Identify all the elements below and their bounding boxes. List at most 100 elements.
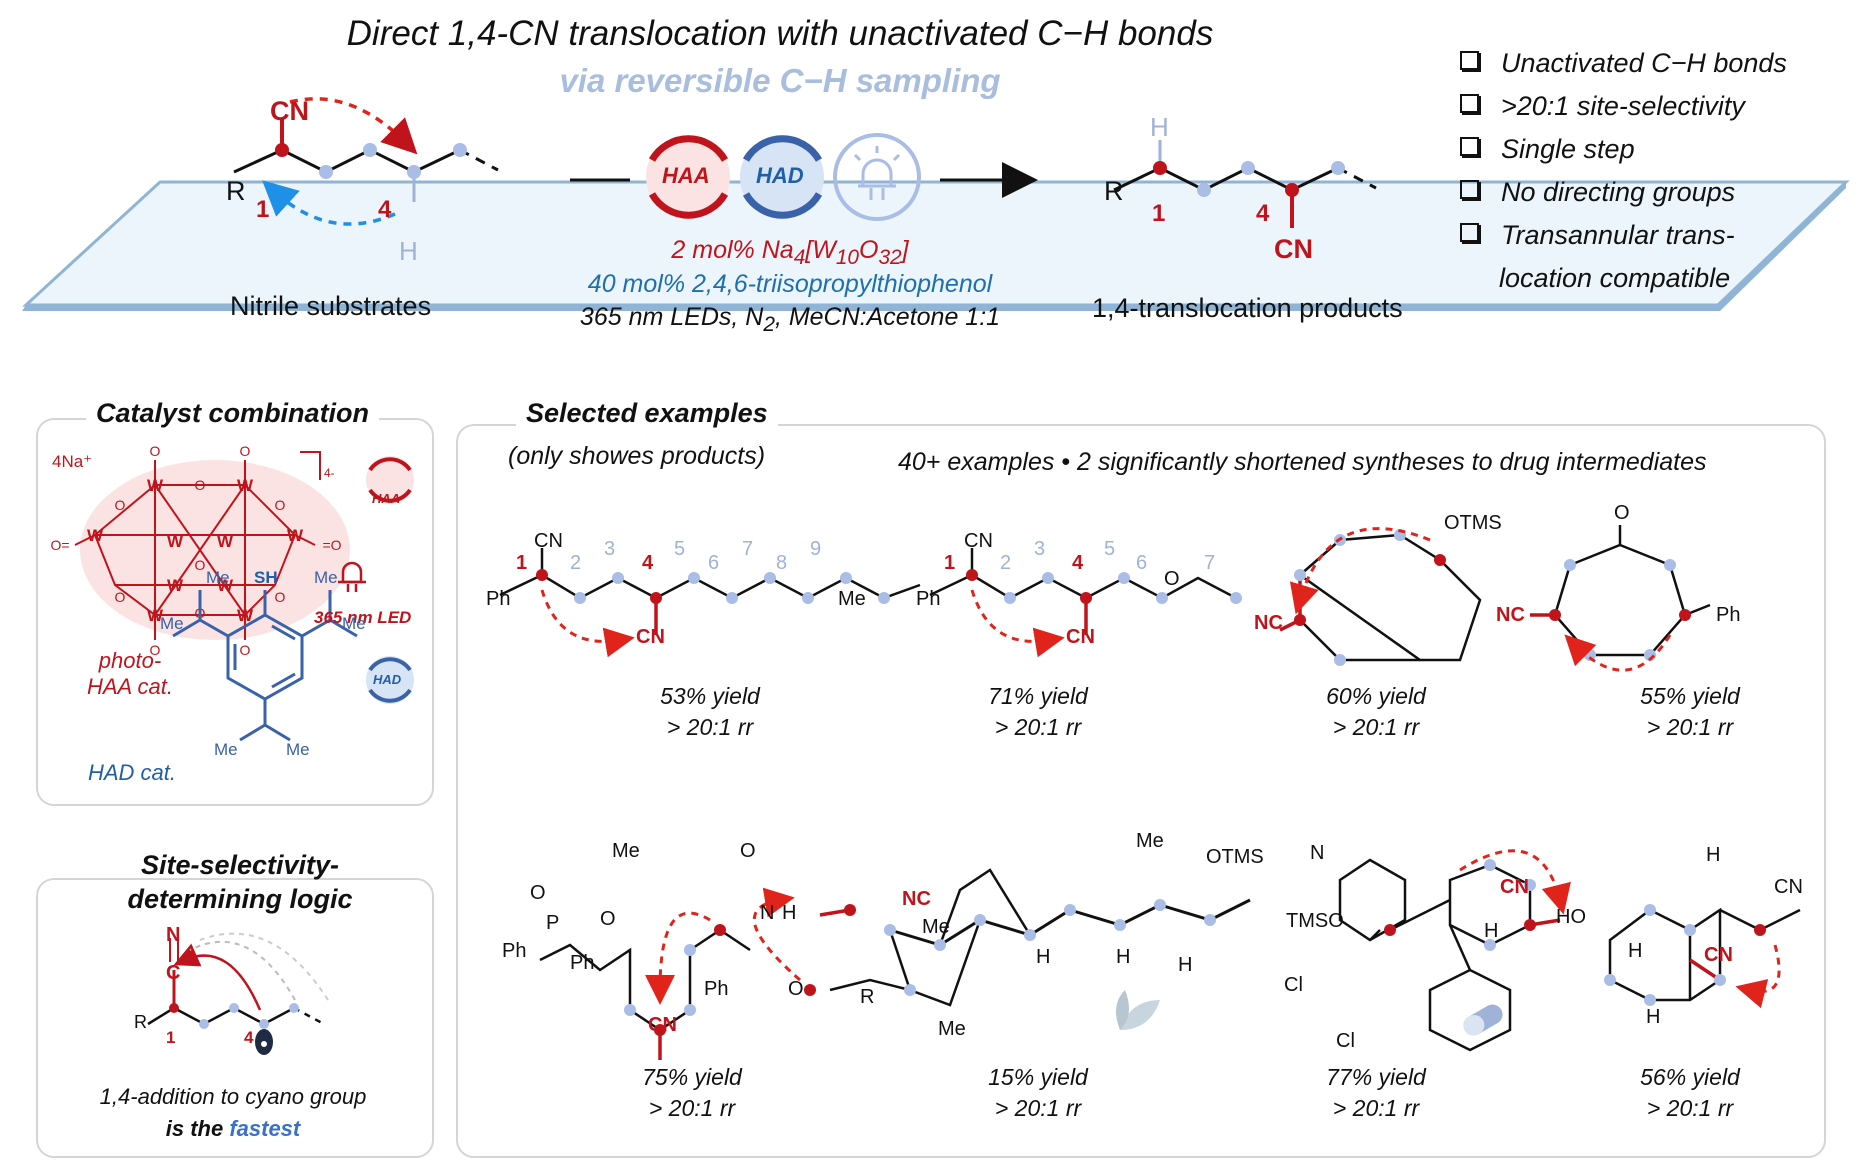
drug-pill-icon	[1463, 1004, 1503, 1036]
had-cat-label: HAD cat.	[88, 760, 177, 785]
ex1-pos6: 6	[708, 552, 720, 574]
ex1-me: Me	[838, 588, 866, 610]
ex4-o: O	[1614, 502, 1630, 524]
svg-text:W: W	[217, 576, 234, 595]
ex2-pos6: 6	[1136, 552, 1148, 574]
substrate-pos1: 1	[256, 196, 270, 223]
examples-row1-structures	[499, 525, 1711, 672]
svg-text:O: O	[240, 642, 251, 658]
svg-text:W: W	[217, 532, 234, 551]
thiol-me-5: Me	[214, 740, 238, 759]
ex1-ph: Ph	[486, 588, 511, 610]
ex1-pos8: 8	[776, 552, 788, 574]
photo-haa-label-2: HAA cat.	[87, 674, 173, 699]
product-caption: 1,4-translocation products	[1092, 293, 1403, 323]
ex2-ph: Ph	[916, 588, 941, 610]
svg-text:O=: O=	[50, 537, 69, 553]
ex5-h: H	[782, 902, 797, 924]
logic-caption-2: is the fastest	[165, 1116, 301, 1141]
substrate-h-label: H	[399, 236, 418, 266]
feature-2: >20:1 site-selectivity	[1460, 91, 1745, 122]
ex2-cn-product: CN	[1066, 626, 1095, 648]
example-8-yield: 56% yield> 20:1 rr	[1640, 1064, 1740, 1121]
ex5-ph-2: Ph	[570, 952, 595, 974]
product-pos1: 1	[1152, 200, 1166, 227]
product-h-label: H	[1150, 112, 1169, 142]
svg-text:=O: =O	[322, 537, 341, 553]
haa-mini-badge: HAA	[372, 491, 401, 506]
svg-text:O: O	[115, 589, 126, 605]
svg-text:O: O	[115, 497, 126, 513]
examples-panel	[456, 424, 1826, 1158]
ex5-o-p: O	[530, 882, 546, 904]
examples-note: (only showes products)	[508, 442, 766, 470]
ex6-h-1: H	[1036, 946, 1051, 968]
svg-text:W: W	[237, 476, 254, 495]
feature-4: No directing groups	[1460, 177, 1735, 208]
ex5-cn: CN	[648, 1014, 677, 1036]
ex1-pos2: 2	[570, 552, 582, 574]
logic-pos4: 4	[244, 1028, 254, 1047]
logic-structure	[147, 932, 329, 1055]
ex5-me: Me	[612, 840, 640, 862]
svg-text:W: W	[87, 526, 104, 545]
examples-row2-structures	[539, 849, 1801, 1060]
svg-text:O: O	[195, 477, 206, 493]
ex6-me-3: Me	[938, 1018, 966, 1040]
product-r-label: R	[1104, 176, 1124, 206]
example-1-yield: 53% yield> 20:1 rr	[660, 683, 760, 740]
example-6-yield: 15% yield> 20:1 rr	[988, 1064, 1088, 1121]
condition-catalyst: 2 mol% Na4[W10O32]	[671, 236, 909, 269]
charge-label: 4-	[324, 466, 335, 480]
ex6-otms: OTMS	[1206, 846, 1264, 868]
example-3-yield: 60% yield> 20:1 rr	[1326, 683, 1426, 740]
ex7-pyridine-n: N	[1310, 842, 1325, 864]
ex6-me-2: Me	[1136, 830, 1164, 852]
substrate-structure	[233, 97, 499, 226]
svg-text:O: O	[275, 589, 286, 605]
ex6-h-3: H	[1178, 954, 1193, 976]
led-label: 365 nm LED	[314, 608, 412, 627]
ex5-ph-3: Ph	[704, 978, 729, 1000]
logic-panel	[36, 878, 434, 1158]
ex2-pos7: 7	[1204, 552, 1216, 574]
svg-text:O: O	[150, 443, 161, 459]
ex7-cl-1: Cl	[1284, 974, 1303, 996]
ex6-me-1: Me	[922, 916, 950, 938]
ex2-pos2: 2	[1000, 552, 1012, 574]
substrate-pos4: 4	[378, 196, 392, 223]
ex1-pos5: 5	[674, 538, 686, 560]
ex5-ph-1: Ph	[502, 940, 527, 962]
ex6-r: R	[860, 986, 875, 1008]
had-mini-badge: HAD	[373, 672, 402, 687]
logic-c: C	[166, 962, 181, 984]
scheme-title: Direct 1,4-CN translocation with unactiv…	[346, 14, 1214, 53]
svg-text:W: W	[167, 576, 184, 595]
feature-3: Single step	[1460, 134, 1635, 165]
ex7-cl-2: Cl	[1336, 1030, 1355, 1052]
logic-n: N	[166, 924, 181, 946]
ex2-pos5: 5	[1104, 538, 1116, 560]
reaction-arrow-group	[570, 133, 1038, 221]
ex7-tmso: TMSO	[1286, 910, 1344, 932]
ex1-cn: CN	[534, 530, 563, 552]
ex2-cn: CN	[964, 530, 993, 552]
ex3-nc: NC	[1254, 612, 1283, 634]
product-pos4: 4	[1256, 200, 1270, 227]
svg-text:W: W	[167, 532, 184, 551]
feature-5-cont: location compatible	[1499, 263, 1731, 293]
examples-summary: 40+ examples • 2 significantly shortened…	[898, 448, 1707, 476]
substrate-cn-label: CN	[270, 96, 309, 126]
example-5-yield: 75% yield> 20:1 rr	[642, 1064, 742, 1121]
condition-thiol: 40 mol% 2,4,6-triisopropylthiophenol	[587, 270, 993, 298]
ex8-h-top: H	[1706, 844, 1721, 866]
feature-1: Unactivated C−H bonds	[1460, 48, 1787, 79]
ex2-pos4: 4	[1072, 552, 1084, 574]
svg-text:O: O	[195, 557, 206, 573]
counterion-label: 4Na⁺	[52, 452, 93, 471]
photo-haa-label-1: photo-	[98, 648, 162, 673]
thiol-me-3: Me	[314, 568, 338, 587]
ex1-pos9: 9	[810, 538, 822, 560]
feature-5: Transannular trans-	[1460, 220, 1735, 251]
